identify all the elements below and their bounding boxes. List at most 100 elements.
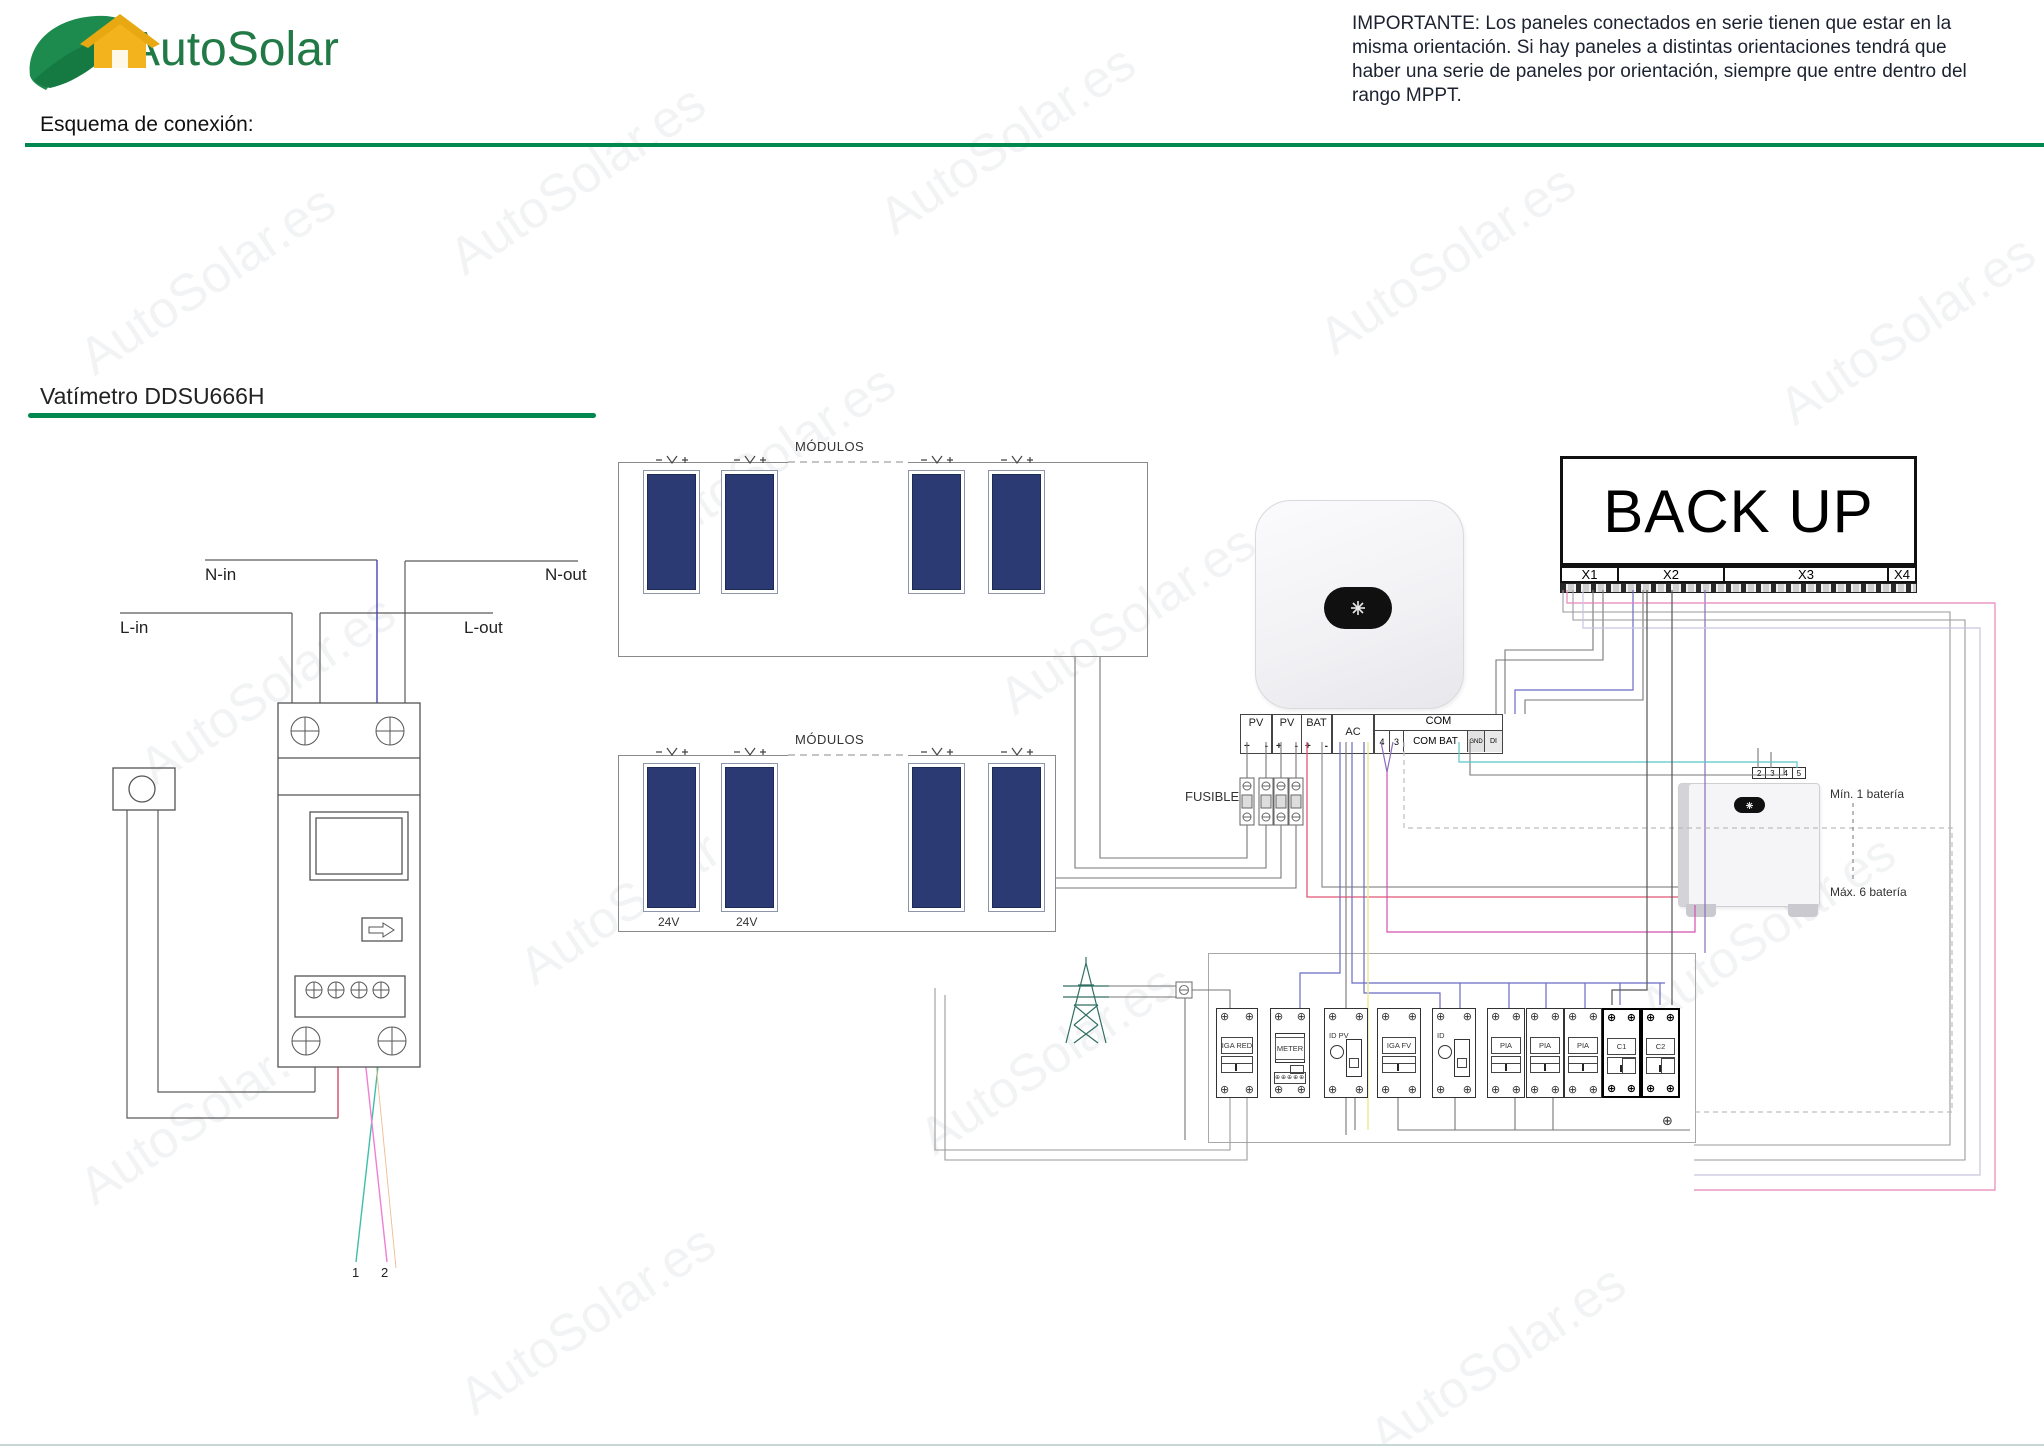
breaker-iga-red: IGA RED <box>1216 1008 1258 1098</box>
bat-plus-wire <box>1306 742 1678 898</box>
battery-foot <box>1788 904 1818 917</box>
screw-icon <box>1274 1084 1283 1095</box>
breaker-pia-1: PIA <box>1487 1008 1525 1098</box>
screws-bottom <box>1217 1084 1257 1095</box>
battery-com-terminals: 2 3 4 5 <box>1752 767 1806 779</box>
breaker-id-pv: ID PV <box>1324 1008 1368 1098</box>
screws-top <box>1488 1011 1524 1022</box>
screw-icon <box>1274 1011 1283 1022</box>
screw-icon <box>1355 1011 1364 1022</box>
bat-term-4: 4 <box>1780 768 1793 778</box>
screws-top <box>1604 1012 1639 1023</box>
brand-wordmark: AutoSolar <box>128 23 339 76</box>
breaker-id: ID <box>1432 1008 1476 1098</box>
important-note: IMPORTANTE: Los paneles conectados en se… <box>1352 13 1967 107</box>
battery-unit <box>1678 783 1820 907</box>
port-pv2-label: PV <box>1279 717 1295 729</box>
screws-bottom <box>1527 1084 1563 1095</box>
bat-minus-wire <box>1321 742 1678 888</box>
bat-term-5: 5 <box>1796 768 1802 778</box>
fusibles-label: FUSIBLES <box>1185 789 1248 804</box>
com-cell-combat: COM BAT <box>1404 731 1468 752</box>
screws-top <box>1527 1011 1563 1022</box>
screw-icon <box>1220 1011 1229 1022</box>
screw-icon <box>1607 1012 1616 1023</box>
inverter <box>1255 500 1464 709</box>
solar-panel <box>908 470 965 594</box>
panel-voltage-2: 24V <box>736 915 758 929</box>
screw-icon <box>1568 1011 1577 1022</box>
screw-icon <box>1491 1011 1500 1022</box>
screw-icon <box>1381 1084 1390 1095</box>
breaker-iga-fv: IGA FV <box>1377 1008 1421 1098</box>
com-cell-di: DI <box>1485 731 1502 752</box>
screw-icon <box>1530 1011 1539 1022</box>
screws-top <box>1271 1011 1309 1022</box>
breaker-switch <box>1381 1056 1417 1073</box>
bat-term-3: 3 <box>1766 768 1780 778</box>
screw-icon <box>1627 1083 1636 1094</box>
test-button <box>1438 1045 1452 1059</box>
com-wires <box>1380 590 1996 1191</box>
page-title: Esquema de conexión: <box>40 113 254 136</box>
solar-panel <box>988 470 1045 594</box>
com-cell-4: 4 <box>1375 731 1390 752</box>
screws-bottom <box>1604 1083 1639 1094</box>
screw-icon <box>1245 1084 1254 1095</box>
title-underline <box>25 143 2044 147</box>
screw-icon <box>1245 1011 1254 1022</box>
backup-terminal-strip <box>1560 583 1917 593</box>
breaker-lever <box>1346 1039 1362 1077</box>
dc-wires <box>1056 590 1785 1140</box>
screw-icon <box>1568 1084 1577 1095</box>
label-n-in: N-in <box>205 565 237 584</box>
label-n-out: N-out <box>545 565 587 584</box>
screw-icon <box>1512 1011 1521 1022</box>
battery-min-label: Mín. 1 batería <box>1830 787 1905 801</box>
meter-terminal-strip <box>1274 1072 1306 1084</box>
screws-bottom <box>1488 1084 1524 1095</box>
screw-icon <box>1491 1084 1500 1095</box>
solar-panel <box>643 470 700 594</box>
panel-voltage-1: 24V <box>658 915 680 929</box>
screw-icon <box>1666 1012 1675 1023</box>
meter-wire-label-2: 2 <box>381 1265 389 1280</box>
autosolar-logo-icon <box>29 14 160 90</box>
solar-panel <box>721 763 778 912</box>
breaker-pia-3: PIA <box>1564 1008 1602 1098</box>
screw-icon <box>1589 1011 1598 1022</box>
breaker-switch <box>1491 1056 1521 1073</box>
breaker-label: IGA FV <box>1381 1037 1417 1054</box>
wattmeter-body <box>112 702 421 1068</box>
breaker-label: PIA <box>1530 1037 1560 1054</box>
gray-loops <box>934 590 1966 1161</box>
solar-panel <box>908 763 965 912</box>
screw-icon <box>1646 1083 1655 1094</box>
test-button <box>1330 1045 1344 1059</box>
breaker-switch <box>1220 1056 1254 1073</box>
screw-icon <box>1530 1084 1539 1095</box>
battery-foot <box>1686 904 1716 917</box>
screw-icon <box>1381 1011 1390 1022</box>
backup-x-sections: X1 X2 X3 X4 <box>1560 566 1917 583</box>
modules-label-2: MÓDULOS <box>795 732 865 747</box>
screws-bottom <box>1643 1083 1678 1094</box>
screw-icon <box>1408 1011 1417 1022</box>
screw-icon <box>1297 1011 1306 1022</box>
wattmeter-underline <box>28 413 596 418</box>
screw-icon <box>1463 1011 1472 1022</box>
distribution-board <box>1208 953 1696 1143</box>
port-ac-label: AC <box>1345 726 1361 738</box>
pv2-plus: + <box>1276 741 1282 752</box>
screws-bottom <box>1433 1084 1475 1095</box>
battery-max-label: Máx. 6 batería <box>1830 885 1907 899</box>
screw-icon <box>1551 1084 1560 1095</box>
breaker-switch <box>1646 1057 1675 1074</box>
ac-wires <box>1299 590 1665 1010</box>
screw-icon <box>1646 1012 1655 1023</box>
screws-top <box>1643 1012 1678 1023</box>
breaker-meter: METER <box>1270 1008 1310 1098</box>
panel-connector-marks <box>655 455 1034 756</box>
breaker-switch <box>1530 1056 1560 1073</box>
breaker-label: C1 <box>1607 1038 1636 1055</box>
